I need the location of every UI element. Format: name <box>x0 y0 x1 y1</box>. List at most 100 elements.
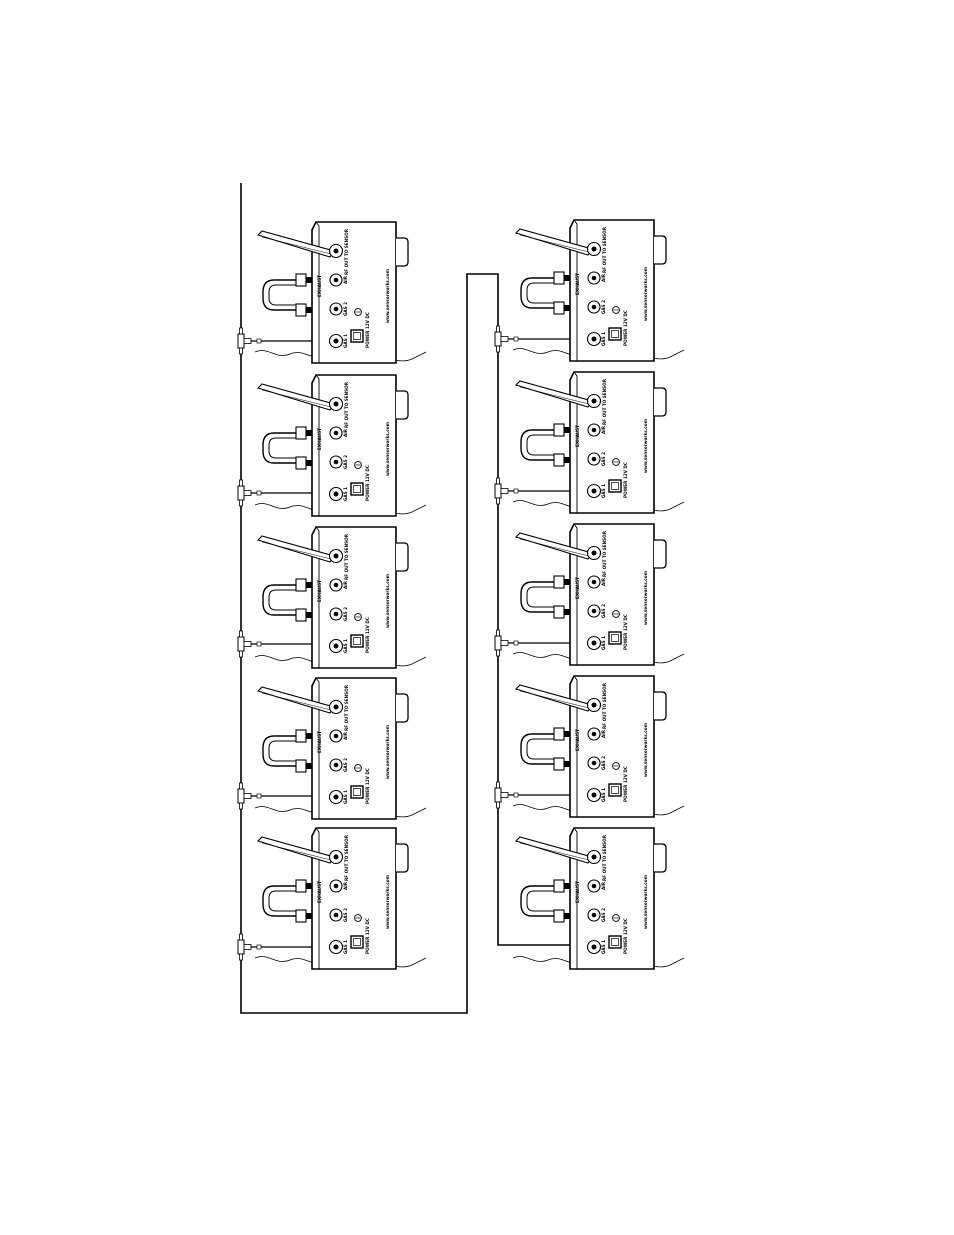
antenna-shade <box>261 389 332 408</box>
label-exhaust: EXHAUST <box>575 273 580 295</box>
enclosure-corner <box>315 827 320 833</box>
fitting-top <box>553 423 565 437</box>
fitting-top-nut <box>306 733 312 739</box>
label-rf-out: RF OUT TO SENSOR <box>602 682 607 729</box>
label-exhaust: EXHAUST <box>317 275 322 297</box>
label-website: www.sensorworks.com <box>643 722 648 777</box>
daisy-chain-cable <box>240 183 586 1014</box>
tee-upper-nut <box>496 629 500 637</box>
tee-lower-nut <box>239 347 243 355</box>
tubing-loop-outer <box>262 885 302 917</box>
label-air: AIR <box>343 881 348 890</box>
wiring-layer <box>237 183 588 1014</box>
label-gas1: GAS 1 <box>343 487 348 501</box>
gas1-port-center <box>333 643 339 649</box>
fitting-top <box>553 271 565 285</box>
label-exhaust: EXHAUST <box>317 428 322 450</box>
tee-branch <box>500 792 509 798</box>
gas2-port-center <box>333 912 339 918</box>
tubing-loop-outer <box>520 429 560 461</box>
fitting-top-nut <box>564 579 570 585</box>
rf-out-connector-pin <box>333 401 339 407</box>
label-website: www.sensorworks.com <box>385 268 390 323</box>
gas1-port-center <box>591 640 597 646</box>
power-jack-inner <box>353 938 361 946</box>
power-jack <box>608 327 622 341</box>
gas1-port-center <box>591 944 597 950</box>
tee-upper-nut <box>496 781 500 789</box>
label-rf-out: RF OUT TO SENSOR <box>602 378 607 425</box>
tee-branch <box>500 640 509 646</box>
fitting-bottom-nut <box>306 763 312 769</box>
label-exhaust: EXHAUST <box>575 729 580 751</box>
stub-connector <box>513 488 519 494</box>
label-gas2: GAS 2 <box>601 908 606 922</box>
gas2-port-center <box>591 608 597 614</box>
tee-body <box>494 331 502 347</box>
rf-out-connector-pin <box>591 398 597 404</box>
air-port-center <box>333 582 339 588</box>
label-gas1: GAS 1 <box>601 636 606 650</box>
label-exhaust: EXHAUST <box>317 881 322 903</box>
rf-out-connector-pin <box>591 550 597 556</box>
fitting-bottom-nut <box>564 609 570 615</box>
fitting-bottom-nut <box>306 460 312 466</box>
side-latch <box>654 539 667 569</box>
fitting-top-nut <box>306 430 312 436</box>
label-gas1: GAS 1 <box>343 790 348 804</box>
tubing-loop-outer <box>262 279 302 311</box>
fitting-bottom <box>553 453 565 467</box>
label-air: AIR <box>601 577 606 586</box>
tee-body <box>237 333 245 349</box>
gas1-port-center <box>333 944 339 950</box>
gas2-port-center <box>333 459 339 465</box>
power-jack <box>350 935 364 949</box>
fitting-bottom-nut <box>306 612 312 618</box>
tee-lower-nut <box>239 499 243 507</box>
label-air: AIR <box>343 580 348 589</box>
fitting-top <box>295 729 307 743</box>
label-rf-out: RF OUT TO SENSOR <box>602 834 607 881</box>
label-power: POWER 12V DC <box>623 918 628 954</box>
tubing-loop-inner <box>526 738 560 760</box>
tee-upper-nut <box>496 325 500 333</box>
enclosure-corner <box>573 827 578 833</box>
side-latch <box>654 235 667 265</box>
label-exhaust: EXHAUST <box>317 580 322 602</box>
fitting-top-nut <box>564 883 570 889</box>
enclosure-corner <box>315 526 320 532</box>
label-air: AIR <box>343 731 348 740</box>
fitting-bottom <box>553 301 565 315</box>
fitting-top-nut <box>306 277 312 283</box>
air-port-center <box>591 883 597 889</box>
label-rf-out: RF OUT TO SENSOR <box>344 684 349 731</box>
label-air: AIR <box>343 275 348 284</box>
power-jack-inner <box>353 485 361 493</box>
gas2-port-center <box>591 456 597 462</box>
antenna-shade <box>519 842 590 861</box>
tee-lower-nut <box>496 497 500 505</box>
power-jack-inner <box>611 482 619 490</box>
label-power: POWER 12V DC <box>365 465 370 501</box>
tubing-loop-outer <box>520 277 560 309</box>
side-latch <box>654 387 667 417</box>
fitting-top <box>295 273 307 287</box>
rf-out-connector-pin <box>333 553 339 559</box>
tubing-loop-outer <box>262 432 302 464</box>
power-jack <box>608 479 622 493</box>
stub-connector <box>256 338 262 344</box>
side-latch <box>396 237 409 267</box>
fitting-bottom-nut <box>306 307 312 313</box>
tubing-loop-inner <box>268 437 302 459</box>
label-website: www.sensorworks.com <box>643 570 648 625</box>
stub-connector <box>256 490 262 496</box>
label-gas1: GAS 1 <box>343 940 348 954</box>
tee-branch <box>243 793 252 799</box>
fitting-top <box>295 578 307 592</box>
